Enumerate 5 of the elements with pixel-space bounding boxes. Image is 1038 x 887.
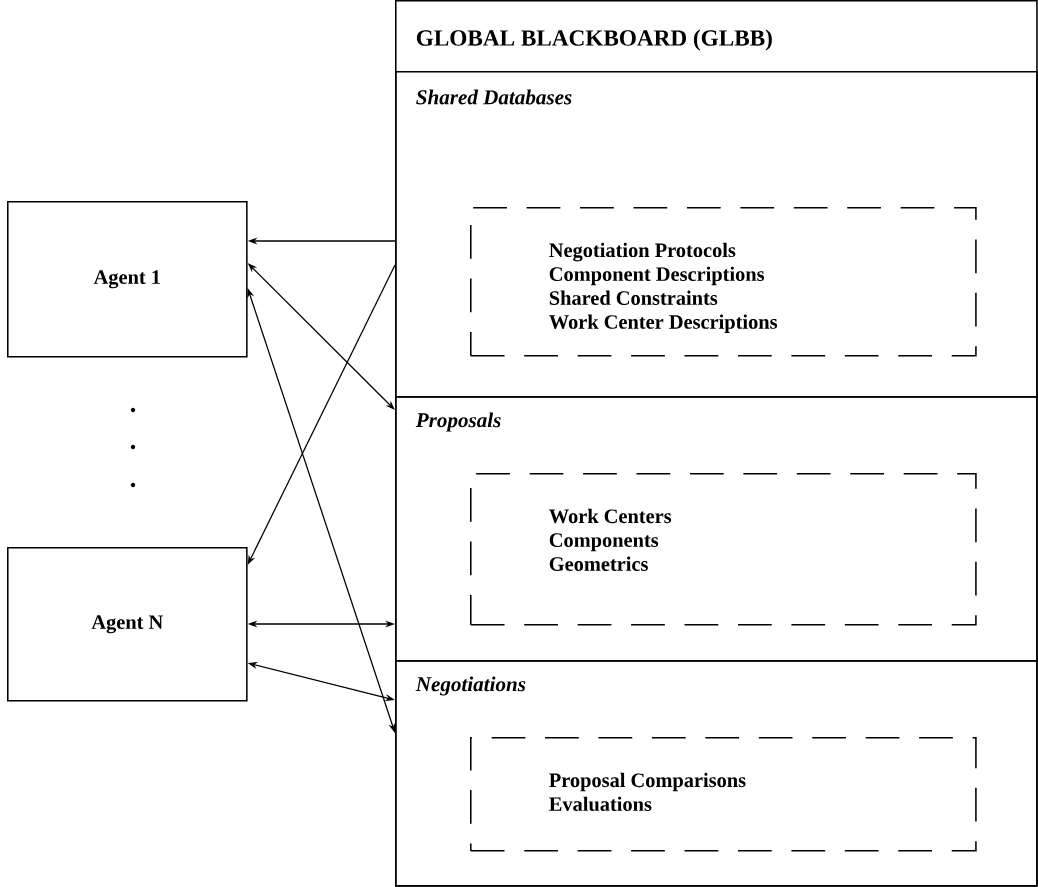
dashed-list-box: Work Centers Components Geometrics bbox=[470, 473, 977, 626]
agent-box: Agent 1 bbox=[7, 201, 248, 358]
agent-box: Agent N bbox=[7, 547, 248, 702]
dashed-list-box: Proposal Comparisons Evaluations bbox=[470, 737, 977, 852]
dashed-list-box: Negotiation Protocols Component Descriptions Shared Constraints Work Center Descriptions bbox=[470, 207, 977, 357]
